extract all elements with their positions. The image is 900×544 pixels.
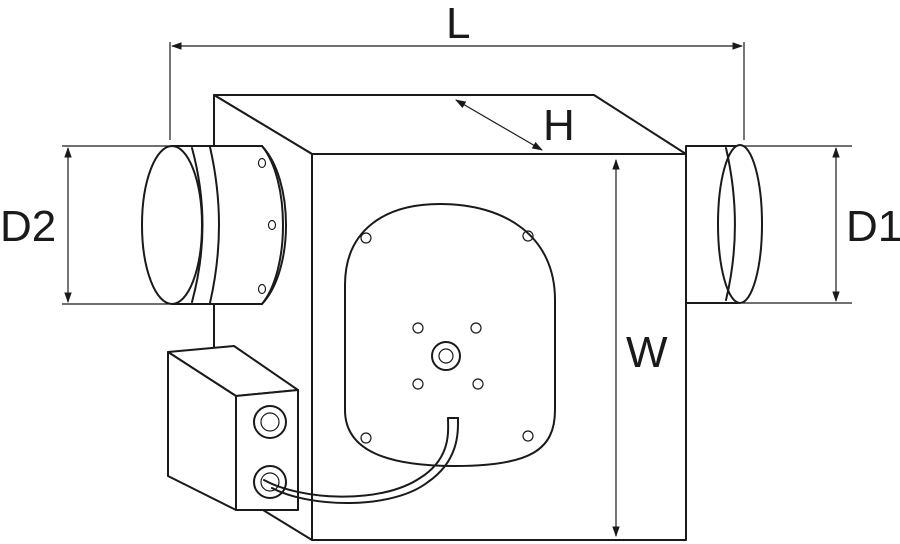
- motor-mounting-plate: [344, 203, 556, 467]
- motor-hub: [412, 322, 484, 390]
- cable-gland-upper: [253, 405, 287, 439]
- outlet-diameter-label: D1: [846, 202, 900, 251]
- outlet-diameter-dimension: [742, 145, 852, 304]
- height-dimension: [455, 99, 543, 151]
- length-dimension: [169, 42, 745, 140]
- outlet-duct: [685, 144, 763, 304]
- length-label: L: [446, 0, 470, 48]
- inlet-diameter-label: D2: [0, 202, 56, 251]
- height-label: H: [543, 101, 575, 150]
- power-cable: [263, 417, 460, 504]
- inlet-duct: [141, 145, 287, 305]
- inlet-diameter-dimension: [62, 145, 172, 305]
- width-label: W: [626, 328, 668, 377]
